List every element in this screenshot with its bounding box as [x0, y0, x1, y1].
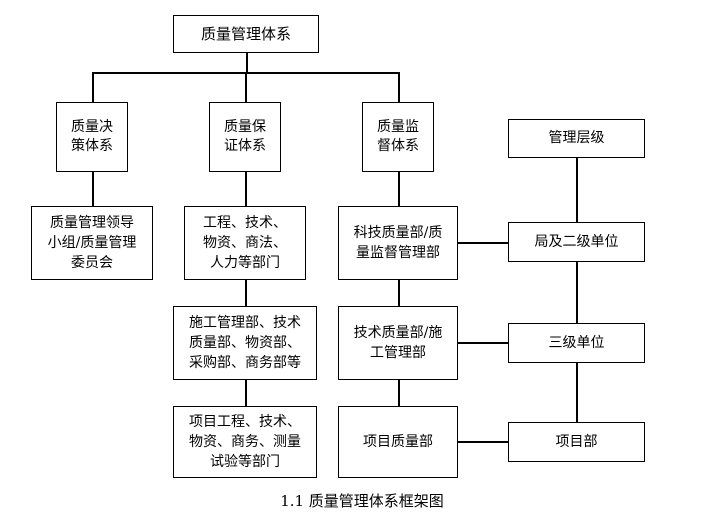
supervision-unit-node-3: 项目质量部	[338, 406, 458, 478]
level-node-2: 三级单位	[508, 323, 645, 363]
decision-system-node: 质量决 策体系	[56, 102, 128, 172]
assurance-unit-node-3: 项目工程、技术、 物资、商务、测量 试验等部门	[173, 406, 317, 478]
level-node-1: 局及二级单位	[508, 222, 645, 262]
decision-down-line	[92, 172, 94, 206]
link-level-3	[458, 441, 508, 443]
levels-spine-3	[576, 363, 578, 422]
assurance-unit-node-2: 施工管理部、技术 质量部、物资部、 采购部、商务部等	[173, 306, 317, 380]
root-node: 质量管理体系	[173, 15, 319, 53]
levels-spine-2	[576, 262, 578, 323]
supervision-down-line-3	[398, 380, 400, 406]
figure-caption: 1.1 质量管理体系框架图	[280, 492, 444, 510]
supervision-down-line-1	[398, 172, 400, 206]
decision-up-line	[92, 72, 94, 102]
supervision-unit-node-1: 科技质量部/质 量监督管理部	[338, 206, 458, 280]
decision-unit-node: 质量管理领导 小组/质量管理 委员会	[31, 206, 153, 280]
assurance-down-line-3	[245, 380, 247, 406]
supervision-unit-node-2: 技术质量部/施 工管理部	[338, 306, 458, 380]
level-node-3: 项目部	[508, 422, 645, 462]
assurance-up-line	[245, 72, 247, 102]
link-level-2	[458, 342, 508, 344]
assurance-down-line-1	[245, 172, 247, 206]
assurance-unit-node-1: 工程、技术、 物资、商法、 人力等部门	[184, 206, 306, 280]
assurance-system-node: 质量保 证体系	[209, 102, 281, 172]
assurance-down-line-2	[245, 280, 247, 306]
supervision-down-line-2	[398, 280, 400, 306]
link-level-1	[458, 242, 508, 244]
levels-spine-1	[576, 158, 578, 222]
supervision-system-node: 质量监 督体系	[362, 102, 434, 172]
root-down-line	[246, 52, 248, 73]
supervision-up-line	[398, 72, 400, 102]
levels-header-node: 管理层级	[508, 119, 645, 158]
